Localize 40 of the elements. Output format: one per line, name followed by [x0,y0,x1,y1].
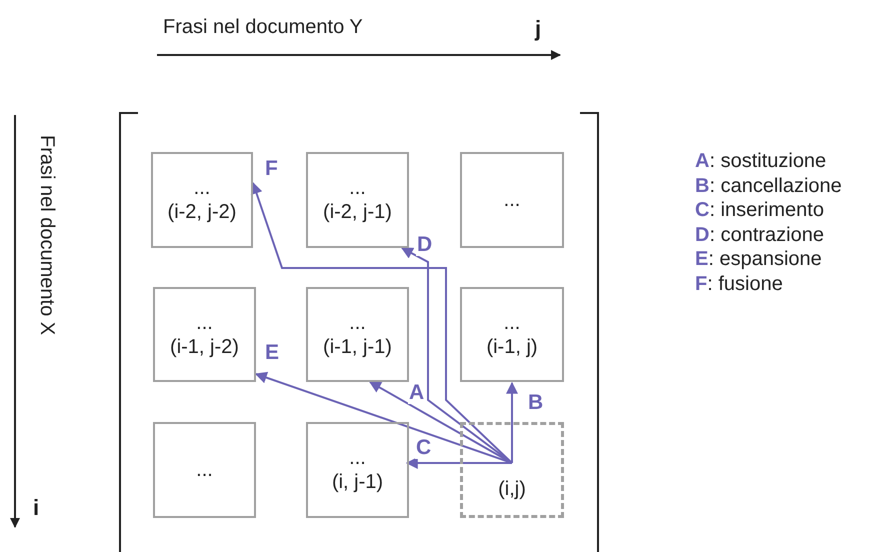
cell-text: ... [194,176,210,200]
legend-entry: D: contrazione [695,224,824,246]
cell-text: ... [349,446,366,470]
matrix-cell [460,422,564,518]
arrow [406,457,512,469]
matrix-cell [151,152,253,248]
cell-text: ... [349,176,366,200]
cell-text: ... [196,310,213,334]
axis-label: Frasi nel documento X [35,135,58,336]
legend-entry: F: fusione [695,272,783,294]
cell-text: ... [196,458,213,482]
cell-text: (i-1, j-1) [323,334,392,358]
cell-text: ... [504,310,520,334]
legend-entry: E: espansione [695,248,822,270]
cell-text: ... [504,188,520,212]
axis-label: Frasi nel documento Y [163,16,363,39]
cell-text: (i,j) [498,477,526,501]
matrix-cell [460,152,564,248]
matrix-cell [153,287,256,382]
matrix-cell [306,422,409,518]
legend-entry: A: sostituzione [695,150,826,172]
cell-text: (i-2, j-2) [168,200,236,224]
axis-index: j [535,16,542,42]
cell-text: (i, j-1) [332,470,384,494]
axis-index: i [33,495,40,521]
cell-text: (i-1, j) [486,334,538,358]
matrix-cell [153,422,256,518]
matrix-cell [306,287,409,382]
edge-label: C [415,437,432,459]
edge-label: D [416,234,434,256]
edge-label: A [408,382,426,404]
cell-text: (i-1, j-2) [170,334,239,358]
legend-entry: B: cancellazione [695,174,842,196]
legend-entry: C: inserimento [695,199,824,221]
matrix-cell [306,152,409,248]
matrix-cell [460,287,564,382]
cell-text: (i-2, j-1) [323,200,392,224]
cell-text: ... [349,310,366,334]
arrow [506,382,518,463]
arrow [250,182,513,464]
